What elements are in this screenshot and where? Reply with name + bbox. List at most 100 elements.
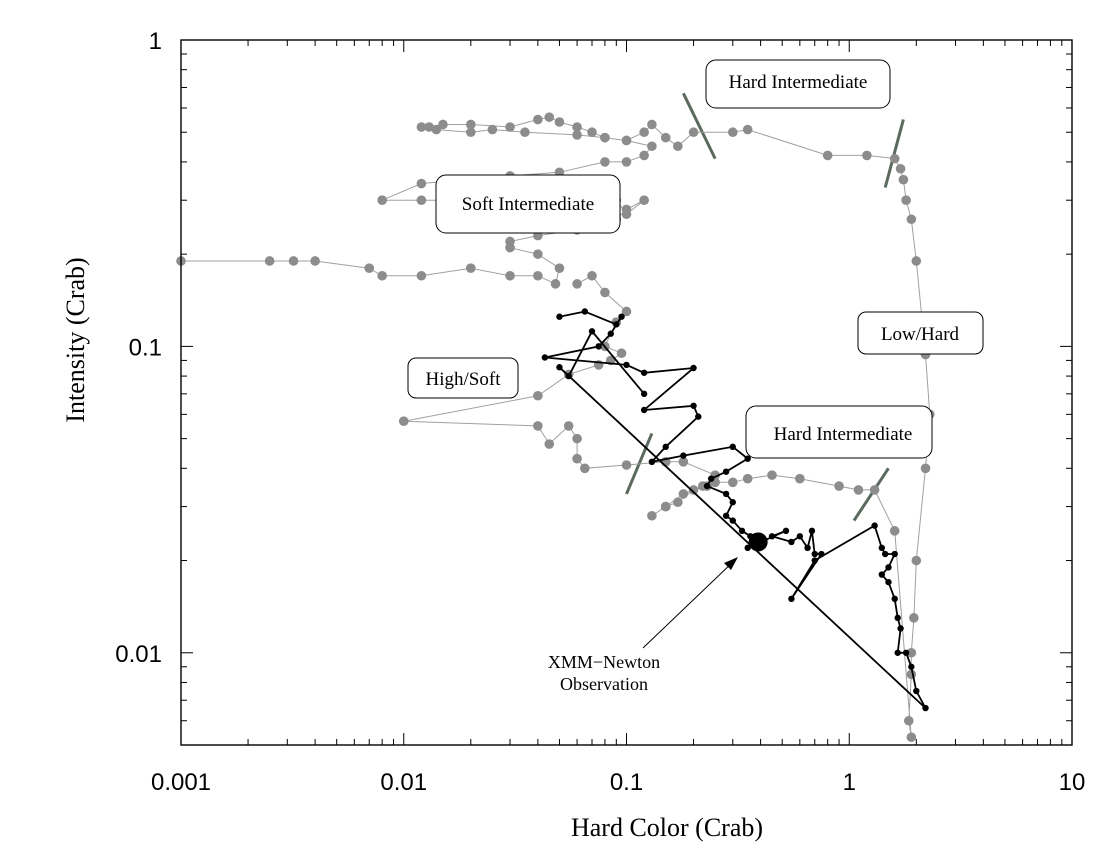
grey-data-point <box>466 119 476 130</box>
black-data-point <box>804 544 811 552</box>
state-divider-line <box>852 467 890 522</box>
grey-data-point <box>544 112 555 122</box>
region-text: Low/Hard <box>881 324 960 345</box>
grey-data-point <box>906 647 917 658</box>
grey-data-point <box>600 132 610 143</box>
grey-data-point <box>834 481 844 491</box>
grey-data-point <box>416 178 427 189</box>
black-data-point <box>565 372 572 380</box>
x-tick-label: 0.001 <box>151 769 211 796</box>
grey-data-point <box>909 613 919 623</box>
grey-data-point <box>572 279 582 289</box>
grey-data-point <box>688 127 699 138</box>
grey-data-point <box>639 195 649 206</box>
black-data-point <box>729 499 736 506</box>
black-data-point <box>881 550 889 558</box>
grey-data-point <box>920 463 931 474</box>
grey-data-point <box>647 510 657 521</box>
black-data-point <box>640 406 648 414</box>
black-data-point <box>744 455 751 462</box>
state-divider-line <box>883 119 905 188</box>
black-data-point <box>541 354 549 361</box>
grey-data-point <box>822 150 833 161</box>
grey-data-point <box>678 489 689 499</box>
grey-data-point <box>621 460 632 470</box>
x-axis-title: Hard Color (Crab) <box>571 813 763 842</box>
grey-data-point <box>550 279 561 289</box>
grey-data-point <box>600 157 610 167</box>
grey-data-point <box>616 348 627 359</box>
black-data-point <box>640 390 648 398</box>
region-text: Hard Intermediate <box>729 72 868 93</box>
grey-data-point <box>621 209 632 220</box>
black-data-point <box>891 595 898 603</box>
grey-data-point <box>647 119 657 130</box>
y-tick-label: 1 <box>149 28 162 55</box>
black-data-point <box>607 330 614 337</box>
grey-data-point <box>377 195 387 206</box>
grey-data-point <box>505 122 515 132</box>
grey-data-point <box>767 470 777 480</box>
black-data-point <box>613 321 620 328</box>
grey-data-point <box>727 127 738 138</box>
region-label-hard-intermediate-bottom: Hard Intermediate <box>745 405 933 459</box>
grey-data-point <box>898 174 909 185</box>
grey-data-point <box>895 163 906 174</box>
grey-data-point <box>563 421 574 431</box>
grey-data-point <box>911 256 922 266</box>
black-data-point <box>818 550 825 558</box>
grey-data-point <box>587 270 597 281</box>
black-data-point <box>662 443 669 451</box>
grey-data-point <box>505 236 515 247</box>
grey-data-point <box>416 270 427 281</box>
black-data-point <box>722 512 730 519</box>
black-data-point <box>808 527 816 535</box>
grey-data-point <box>398 416 409 426</box>
x-tick-label: 1 <box>843 769 856 796</box>
grey-data-point <box>906 732 917 743</box>
black-data-point <box>729 443 736 451</box>
black-data-point <box>878 544 886 552</box>
grey-data-point <box>587 127 597 138</box>
grey-data-point <box>554 117 565 127</box>
grey-data-point <box>264 256 275 266</box>
black-data-point <box>707 475 715 482</box>
black-data-point <box>729 517 736 524</box>
grey-data-point <box>572 122 582 132</box>
arrow-head-icon <box>724 557 738 570</box>
grey-data-point <box>869 485 880 495</box>
black-data-point <box>871 522 878 529</box>
black-data-point <box>908 663 915 670</box>
grey-data-point <box>889 153 900 164</box>
x-tick-label: 0.01 <box>380 769 427 796</box>
y-tick-label: 0.01 <box>115 641 162 668</box>
black-data-point <box>581 308 589 315</box>
grey-data-point <box>438 119 448 130</box>
black-data-point <box>768 533 776 540</box>
black-data-point <box>722 490 730 498</box>
grey-data-point <box>520 127 530 138</box>
data-series <box>176 112 935 743</box>
grey-data-point <box>621 306 632 317</box>
y-axis-title: Intensity (Crab) <box>61 257 90 422</box>
black-data-point <box>897 625 904 632</box>
grey-data-point <box>853 485 864 495</box>
region-label-high-soft: High/Soft <box>407 357 519 399</box>
grey-data-point <box>906 214 917 225</box>
black-data-point <box>556 313 563 320</box>
grey-data-point <box>424 122 434 132</box>
black-data-point <box>588 328 596 335</box>
grey-data-point <box>416 122 427 132</box>
grey-data-point <box>639 150 649 161</box>
x-tick-label: 0.1 <box>610 769 643 796</box>
black-data-point <box>618 313 625 320</box>
grey-data-point <box>580 463 590 474</box>
black-data-point <box>782 527 790 535</box>
grey-data-point <box>466 127 476 138</box>
grey-data-point <box>795 473 805 484</box>
plot-frame <box>180 39 1073 746</box>
grey-data-point <box>673 497 683 508</box>
grey-data-point <box>727 477 738 488</box>
